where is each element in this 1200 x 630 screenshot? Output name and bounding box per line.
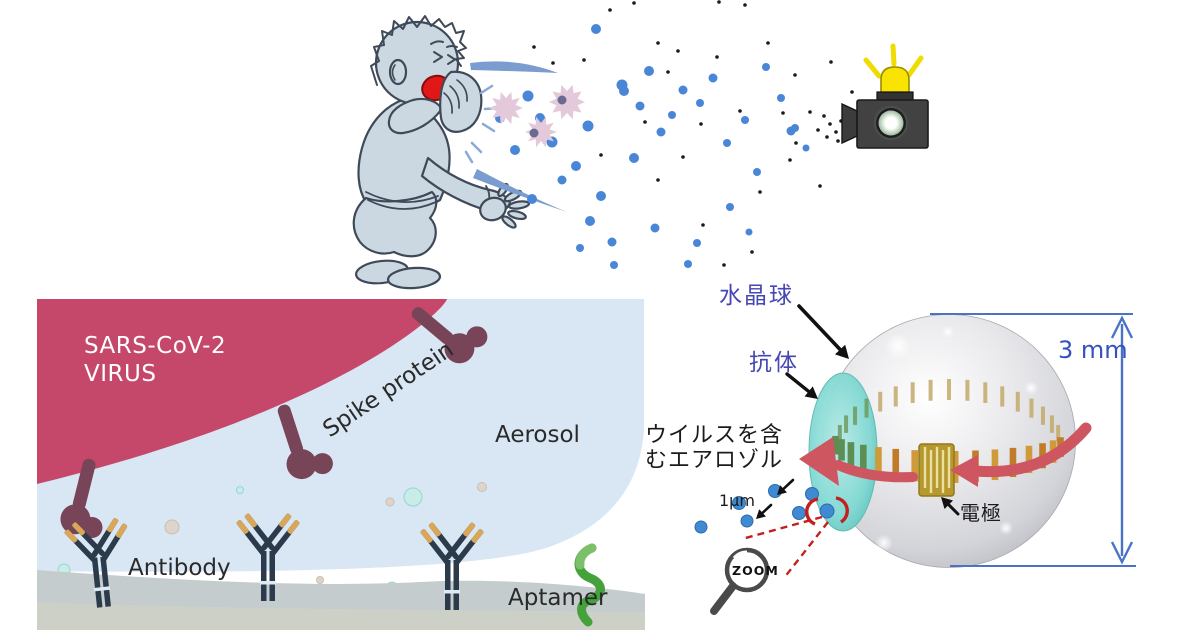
- crystal-ball-label: 水晶球: [719, 283, 794, 309]
- virus-name-line2: VIRUS: [84, 361, 157, 387]
- virus-aerosol-label-line1: ウイルスを含: [645, 423, 784, 448]
- crystal-ball-sensor: [694, 304, 1136, 615]
- rotation-arrows: [799, 422, 1092, 487]
- hand-over-mouth: [439, 70, 483, 133]
- aerosol-particle-cloud: [495, 0, 854, 269]
- dimension-3mm: [930, 313, 1136, 567]
- alarm-light-icon: [863, 43, 924, 102]
- virus-splat-particles: [489, 84, 585, 148]
- hair: [370, 15, 467, 86]
- zoom-label: ZOOM: [732, 563, 779, 578]
- zoom-callout: [741, 496, 849, 579]
- virus-aerosol-label-line2: むエアロゾル: [645, 448, 784, 473]
- antibody: [236, 513, 300, 601]
- foot: [386, 266, 442, 290]
- intake-funnel: [841, 102, 858, 145]
- zoom-magnifier-icon: [710, 547, 770, 615]
- virus-body: [37, 299, 447, 484]
- virus-name-line1: SARS-CoV-2: [84, 333, 227, 359]
- person-figure: [352, 15, 531, 290]
- aerosol-label: Aerosol: [495, 422, 580, 448]
- antibody: [64, 518, 128, 608]
- incoming-aerosol-dots: [694, 484, 835, 534]
- coating-antibody-label: 抗体: [749, 350, 799, 376]
- electrode: [918, 443, 955, 497]
- particle-size-label: 1μm: [719, 491, 755, 510]
- diameter-label: 3 mm: [1058, 336, 1128, 364]
- spike-protein: [60, 307, 488, 538]
- electrode-ticks-back: [837, 379, 1061, 442]
- aptamer-label: Aptamer: [508, 585, 608, 611]
- antibody: [420, 522, 484, 610]
- antibody-label: Antibody: [128, 555, 231, 581]
- antibodies: [64, 513, 484, 610]
- annotation-arrows: [756, 304, 960, 519]
- electrode-label: 電極: [960, 501, 1002, 525]
- virus-aerosol-panel: [37, 299, 645, 630]
- detector-camera: [841, 43, 929, 149]
- aptamer-molecule: [574, 543, 605, 627]
